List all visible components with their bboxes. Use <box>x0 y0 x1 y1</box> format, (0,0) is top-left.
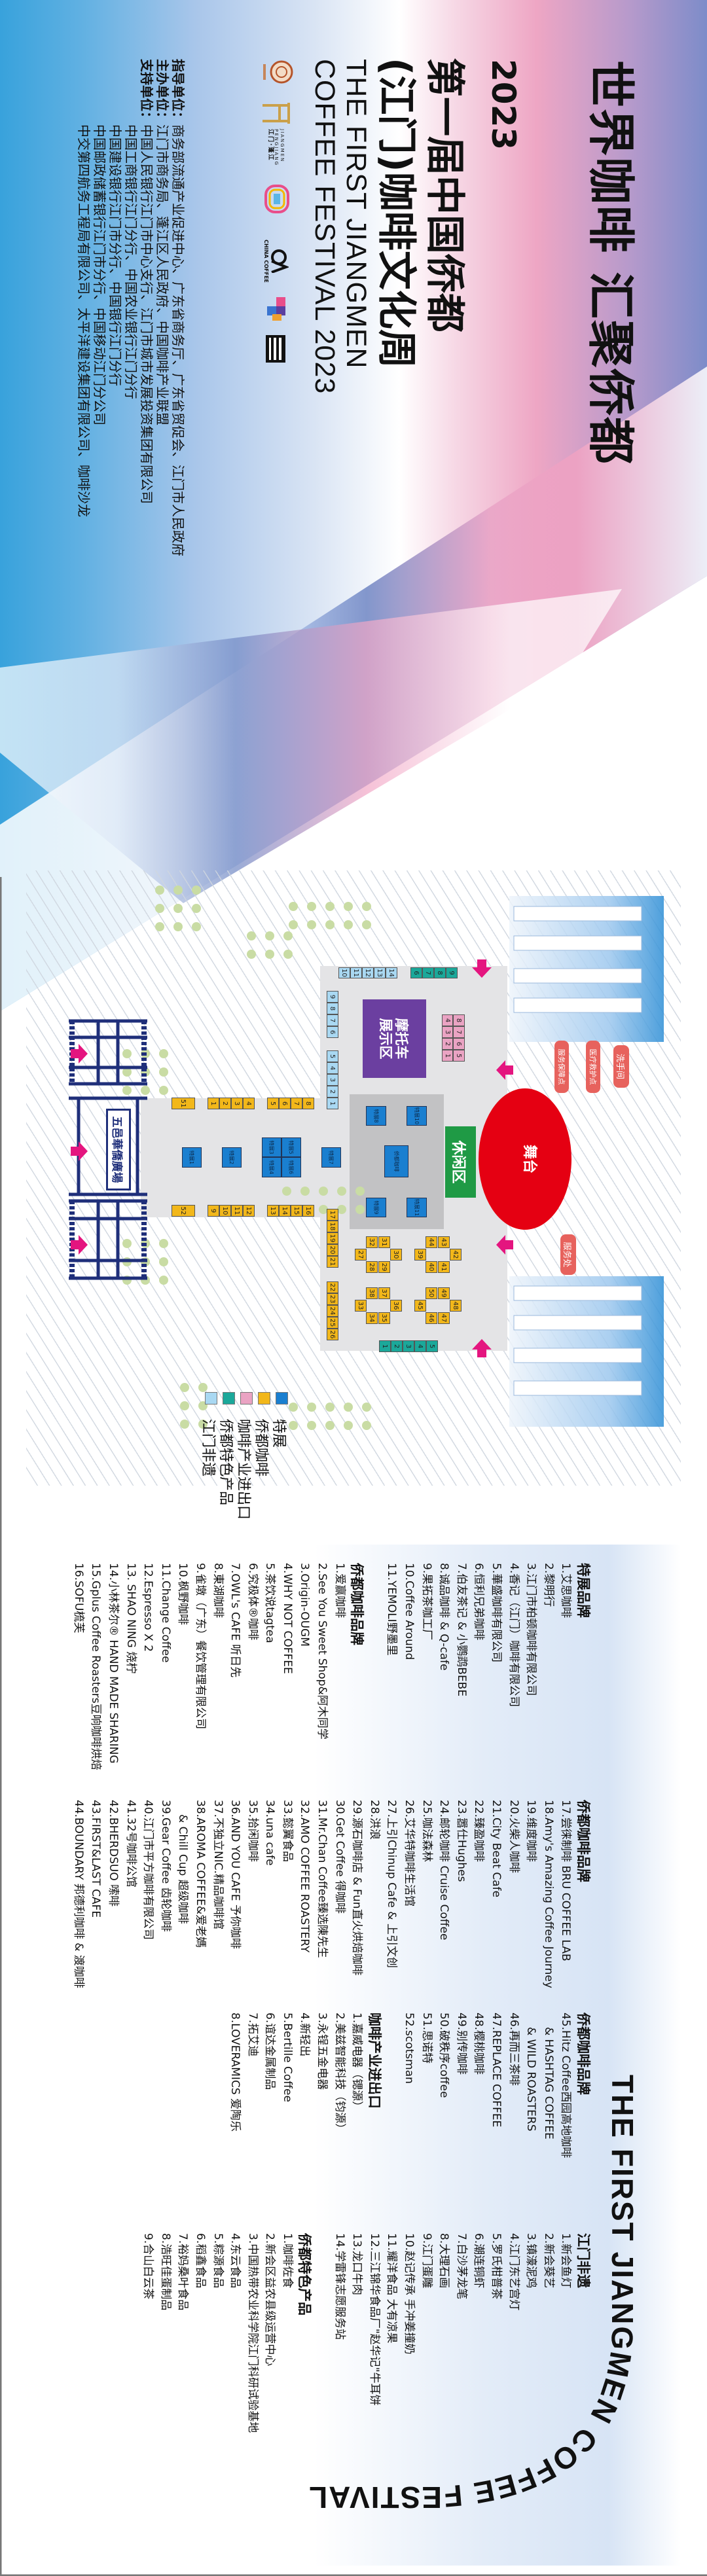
arrow-up-icon <box>71 1141 88 1161</box>
corridor-floor <box>141 1098 342 1217</box>
tree-dot <box>122 1067 132 1077</box>
tree-dot <box>362 902 371 911</box>
arrow-up-icon <box>71 1044 88 1064</box>
tree-dot <box>325 920 335 929</box>
tree-dot <box>159 1239 168 1248</box>
coffee-universe-logo <box>258 334 295 364</box>
commerce-bureau-logo <box>258 60 295 84</box>
tree-dot <box>289 920 298 929</box>
tree-dot <box>159 1067 168 1077</box>
tree-dot <box>337 1187 346 1196</box>
tree-dot <box>122 1239 132 1248</box>
china-coffee-logo: CHINA COFFEE <box>258 240 295 283</box>
tree-dot <box>344 1421 353 1430</box>
tree-dot <box>192 922 201 931</box>
tree-dot <box>344 920 353 929</box>
tree-dot <box>155 904 164 913</box>
tree-dot <box>159 1086 168 1095</box>
tree-dot <box>180 1383 189 1392</box>
arrow-down-icon <box>496 1235 513 1255</box>
tree-dot <box>319 1205 328 1214</box>
tree-dot <box>337 1205 346 1214</box>
tree-dot <box>180 1420 189 1429</box>
tree-dot <box>289 902 298 911</box>
tree-dot <box>325 1421 335 1430</box>
tree-dot <box>198 1383 208 1392</box>
tree-dot <box>325 1403 335 1412</box>
arrow-right-icon <box>472 959 492 978</box>
tree-dot <box>355 1205 365 1214</box>
tree-dot <box>141 1086 150 1095</box>
tree-dot <box>289 1421 298 1430</box>
tree-dot <box>247 950 256 959</box>
tree-dot <box>300 1187 310 1196</box>
tree-dot <box>265 931 274 940</box>
tree-dot <box>173 885 183 895</box>
motorcycle-exhibit-area <box>363 999 426 1078</box>
tree-dot <box>282 1187 291 1196</box>
stage-ellipse <box>479 1088 571 1230</box>
tree-dot <box>192 904 201 913</box>
tree-dot <box>247 931 256 940</box>
arrow-left-icon <box>472 1339 492 1357</box>
tree-dot <box>344 1403 353 1412</box>
colorful-event-logo <box>258 183 295 215</box>
tree-dot <box>355 1187 365 1196</box>
tree-dot <box>289 1403 298 1412</box>
tree-dot <box>362 920 371 929</box>
tree-dot <box>180 1401 189 1410</box>
jiangmen-pengjiang-logo: JIANGMEN PENGJIANG 江门·蓬江 <box>258 98 295 170</box>
curved-title-text: THE FIRST JIANGMEN COFFEE FESTIVAL 2023 <box>299 0 707 2514</box>
tree-dot <box>192 885 201 895</box>
tree-dot <box>159 1049 168 1058</box>
tree-dot <box>173 922 183 931</box>
tree-dot <box>283 931 293 940</box>
entrance-arrows <box>71 959 513 1357</box>
tree-dot <box>325 902 335 911</box>
tree-dot <box>198 1420 208 1429</box>
arrow-up-icon <box>71 1235 88 1255</box>
tree-dot <box>307 902 316 911</box>
tree-dot <box>265 950 274 959</box>
tree-dot <box>307 920 316 929</box>
tree-dots <box>122 885 371 1430</box>
tree-dot <box>307 1421 316 1430</box>
tree-dot <box>122 1086 132 1095</box>
arrow-down-icon <box>496 1060 513 1080</box>
tree-dot <box>283 950 293 959</box>
tree-dot <box>307 1403 316 1412</box>
building-outline-south <box>509 1276 664 1427</box>
tree-dot <box>319 1187 328 1196</box>
tree-dot <box>173 904 183 913</box>
tree-dot <box>362 1421 371 1430</box>
building-outline-north <box>509 896 664 1042</box>
tree-dot <box>122 1049 132 1058</box>
tree-dot <box>155 885 164 895</box>
tree-dot <box>362 1403 371 1412</box>
cube-logo <box>258 295 295 323</box>
svg-text:THE FIRST JIANGMEN COFFEE FEST: THE FIRST JIANGMEN COFFEE FESTIVAL 2023 <box>299 0 707 2514</box>
tree-dot <box>155 922 164 931</box>
tree-dot <box>159 1257 168 1266</box>
lounge-area <box>445 1126 476 1198</box>
tree-dot <box>159 1276 168 1285</box>
tree-dot <box>344 902 353 911</box>
